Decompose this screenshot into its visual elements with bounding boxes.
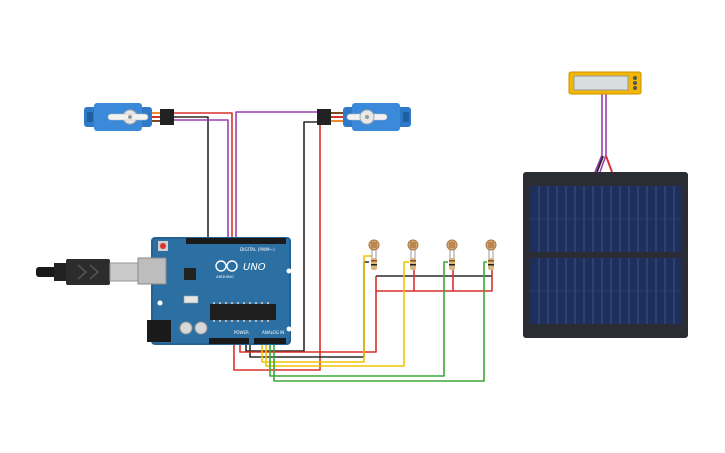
servo-left-connector[interactable]	[160, 109, 174, 125]
display-terminal-2[interactable]	[633, 81, 637, 85]
header-digital-label: DIGITAL (PWM~)	[240, 247, 275, 252]
board-brand-label: ARDUINO	[216, 274, 234, 279]
wire-right-servo-black[interactable]	[245, 121, 323, 352]
power-jack[interactable]	[147, 320, 171, 342]
photoresistor-4[interactable]	[485, 239, 497, 270]
display-screen	[573, 75, 629, 91]
wire-ldr-yellow-1[interactable]	[265, 261, 409, 367]
usb-cable[interactable]	[36, 259, 139, 285]
capacitor-2	[194, 321, 208, 335]
arduino-uno-board[interactable]: DIGITAL (PWM~) UNO ARDUINO POWER ANALOG	[137, 237, 292, 345]
wire-left-servo-red[interactable]	[172, 112, 233, 238]
arduino-logo-icon	[215, 260, 227, 272]
board-model-label: UNO	[243, 262, 266, 273]
wire-left-servo-black[interactable]	[172, 116, 209, 238]
wire-right-servo-purple[interactable]	[235, 111, 323, 238]
display-terminal-3[interactable]	[633, 86, 637, 90]
display-terminal-1[interactable]	[633, 76, 637, 80]
atmega-chip	[210, 304, 276, 320]
analog-header[interactable]	[254, 338, 286, 344]
wire-solar-black[interactable]	[596, 155, 604, 173]
wire-ldr-green-2[interactable]	[273, 261, 487, 382]
wire-ldr-red-arduino[interactable]	[239, 291, 377, 353]
wire-solar-red[interactable]	[605, 155, 613, 173]
servo-right[interactable]	[317, 103, 411, 131]
wire-left-servo-purple[interactable]	[172, 119, 229, 238]
wires	[172, 94, 613, 382]
servo-right-connector[interactable]	[317, 109, 331, 125]
wire-ldr-yellow-2[interactable]	[261, 255, 372, 363]
photoresistor-3[interactable]	[446, 239, 458, 270]
photoresistors	[368, 239, 497, 270]
solar-panel[interactable]	[523, 172, 688, 338]
servo-left[interactable]	[84, 103, 174, 131]
display-module[interactable]	[568, 71, 642, 95]
usb-port[interactable]	[137, 257, 167, 285]
wire-ldr-red-bus[interactable]	[375, 268, 493, 292]
wire-ldr-green-1[interactable]	[269, 261, 448, 377]
capacitor-1	[179, 321, 193, 335]
digital-header[interactable]	[186, 238, 286, 244]
header-power-label: POWER	[234, 330, 249, 335]
power-header[interactable]	[209, 338, 249, 344]
photoresistor-2[interactable]	[407, 239, 419, 270]
header-analog-label: ANALOG IN	[262, 330, 284, 335]
wire-solar-purple-a[interactable]	[594, 94, 603, 173]
photoresistor-1[interactable]	[368, 239, 380, 270]
usb-chip	[184, 268, 196, 280]
chip-pins	[213, 302, 269, 322]
wire-solar-purple-b[interactable]	[599, 94, 607, 173]
